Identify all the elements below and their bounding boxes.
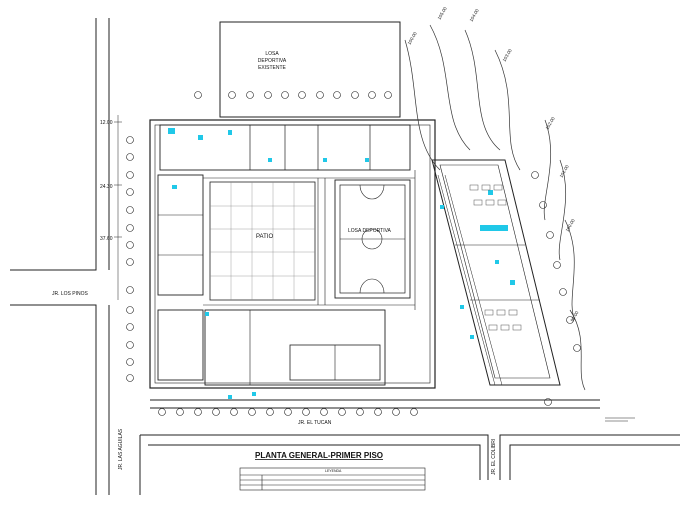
patio-area bbox=[209, 181, 316, 301]
legend-title: LEYENDA bbox=[325, 469, 342, 473]
dimension-label: 12.00 bbox=[100, 120, 113, 126]
dimension-label: 24.30 bbox=[100, 184, 113, 190]
drawing-title: PLANTA GENERAL-PRIMER PISO bbox=[255, 451, 383, 460]
sports-court-label: LOSA DEPORTIVA bbox=[348, 228, 392, 234]
terrain-contours bbox=[404, 24, 586, 391]
axis-bubbles-east bbox=[531, 171, 581, 406]
north-marker bbox=[605, 417, 635, 422]
contour-label: 100.00 bbox=[565, 218, 576, 233]
dimension-labels: 12.00 24.30 37.60 bbox=[100, 120, 113, 242]
contour-label: 102.00 bbox=[545, 116, 556, 131]
axis-bubbles-left bbox=[126, 136, 134, 382]
patio-label: PATIO bbox=[256, 234, 273, 240]
existing-court-outline bbox=[219, 21, 401, 118]
contour-label: 105.00 bbox=[437, 6, 448, 21]
east-wing bbox=[431, 159, 561, 386]
axis-bubbles-top bbox=[194, 91, 392, 99]
street-label-las-aguilas: JR. LAS AGUILAS bbox=[118, 428, 124, 470]
contour-labels: 100.00 105.00 104.00 103.00 102.00 101.00 100.… bbox=[407, 6, 580, 323]
contour-label: 103.00 bbox=[502, 48, 513, 63]
street-label-los-pinos: JR. LOS PINOS bbox=[52, 291, 89, 297]
dimension-lines bbox=[114, 115, 122, 300]
contour-label: 99.00 bbox=[570, 310, 580, 323]
fixture-marks bbox=[168, 128, 515, 399]
street-label-el-tucan: JR. EL TUCAN bbox=[298, 420, 332, 426]
building-footprint bbox=[149, 119, 436, 389]
street-label-el-colibri: JR. EL COLIBRI bbox=[491, 439, 497, 475]
contour-label: 104.00 bbox=[469, 8, 480, 23]
classroom-desks bbox=[469, 184, 522, 331]
axis-bubbles-bottom bbox=[158, 408, 418, 416]
dimension-label: 37.60 bbox=[100, 236, 113, 242]
street-lines bbox=[10, 18, 680, 495]
sports-court bbox=[334, 179, 411, 299]
legend-table bbox=[239, 467, 426, 491]
contour-label: 101.00 bbox=[559, 164, 570, 179]
contour-label: 100.00 bbox=[407, 31, 418, 46]
